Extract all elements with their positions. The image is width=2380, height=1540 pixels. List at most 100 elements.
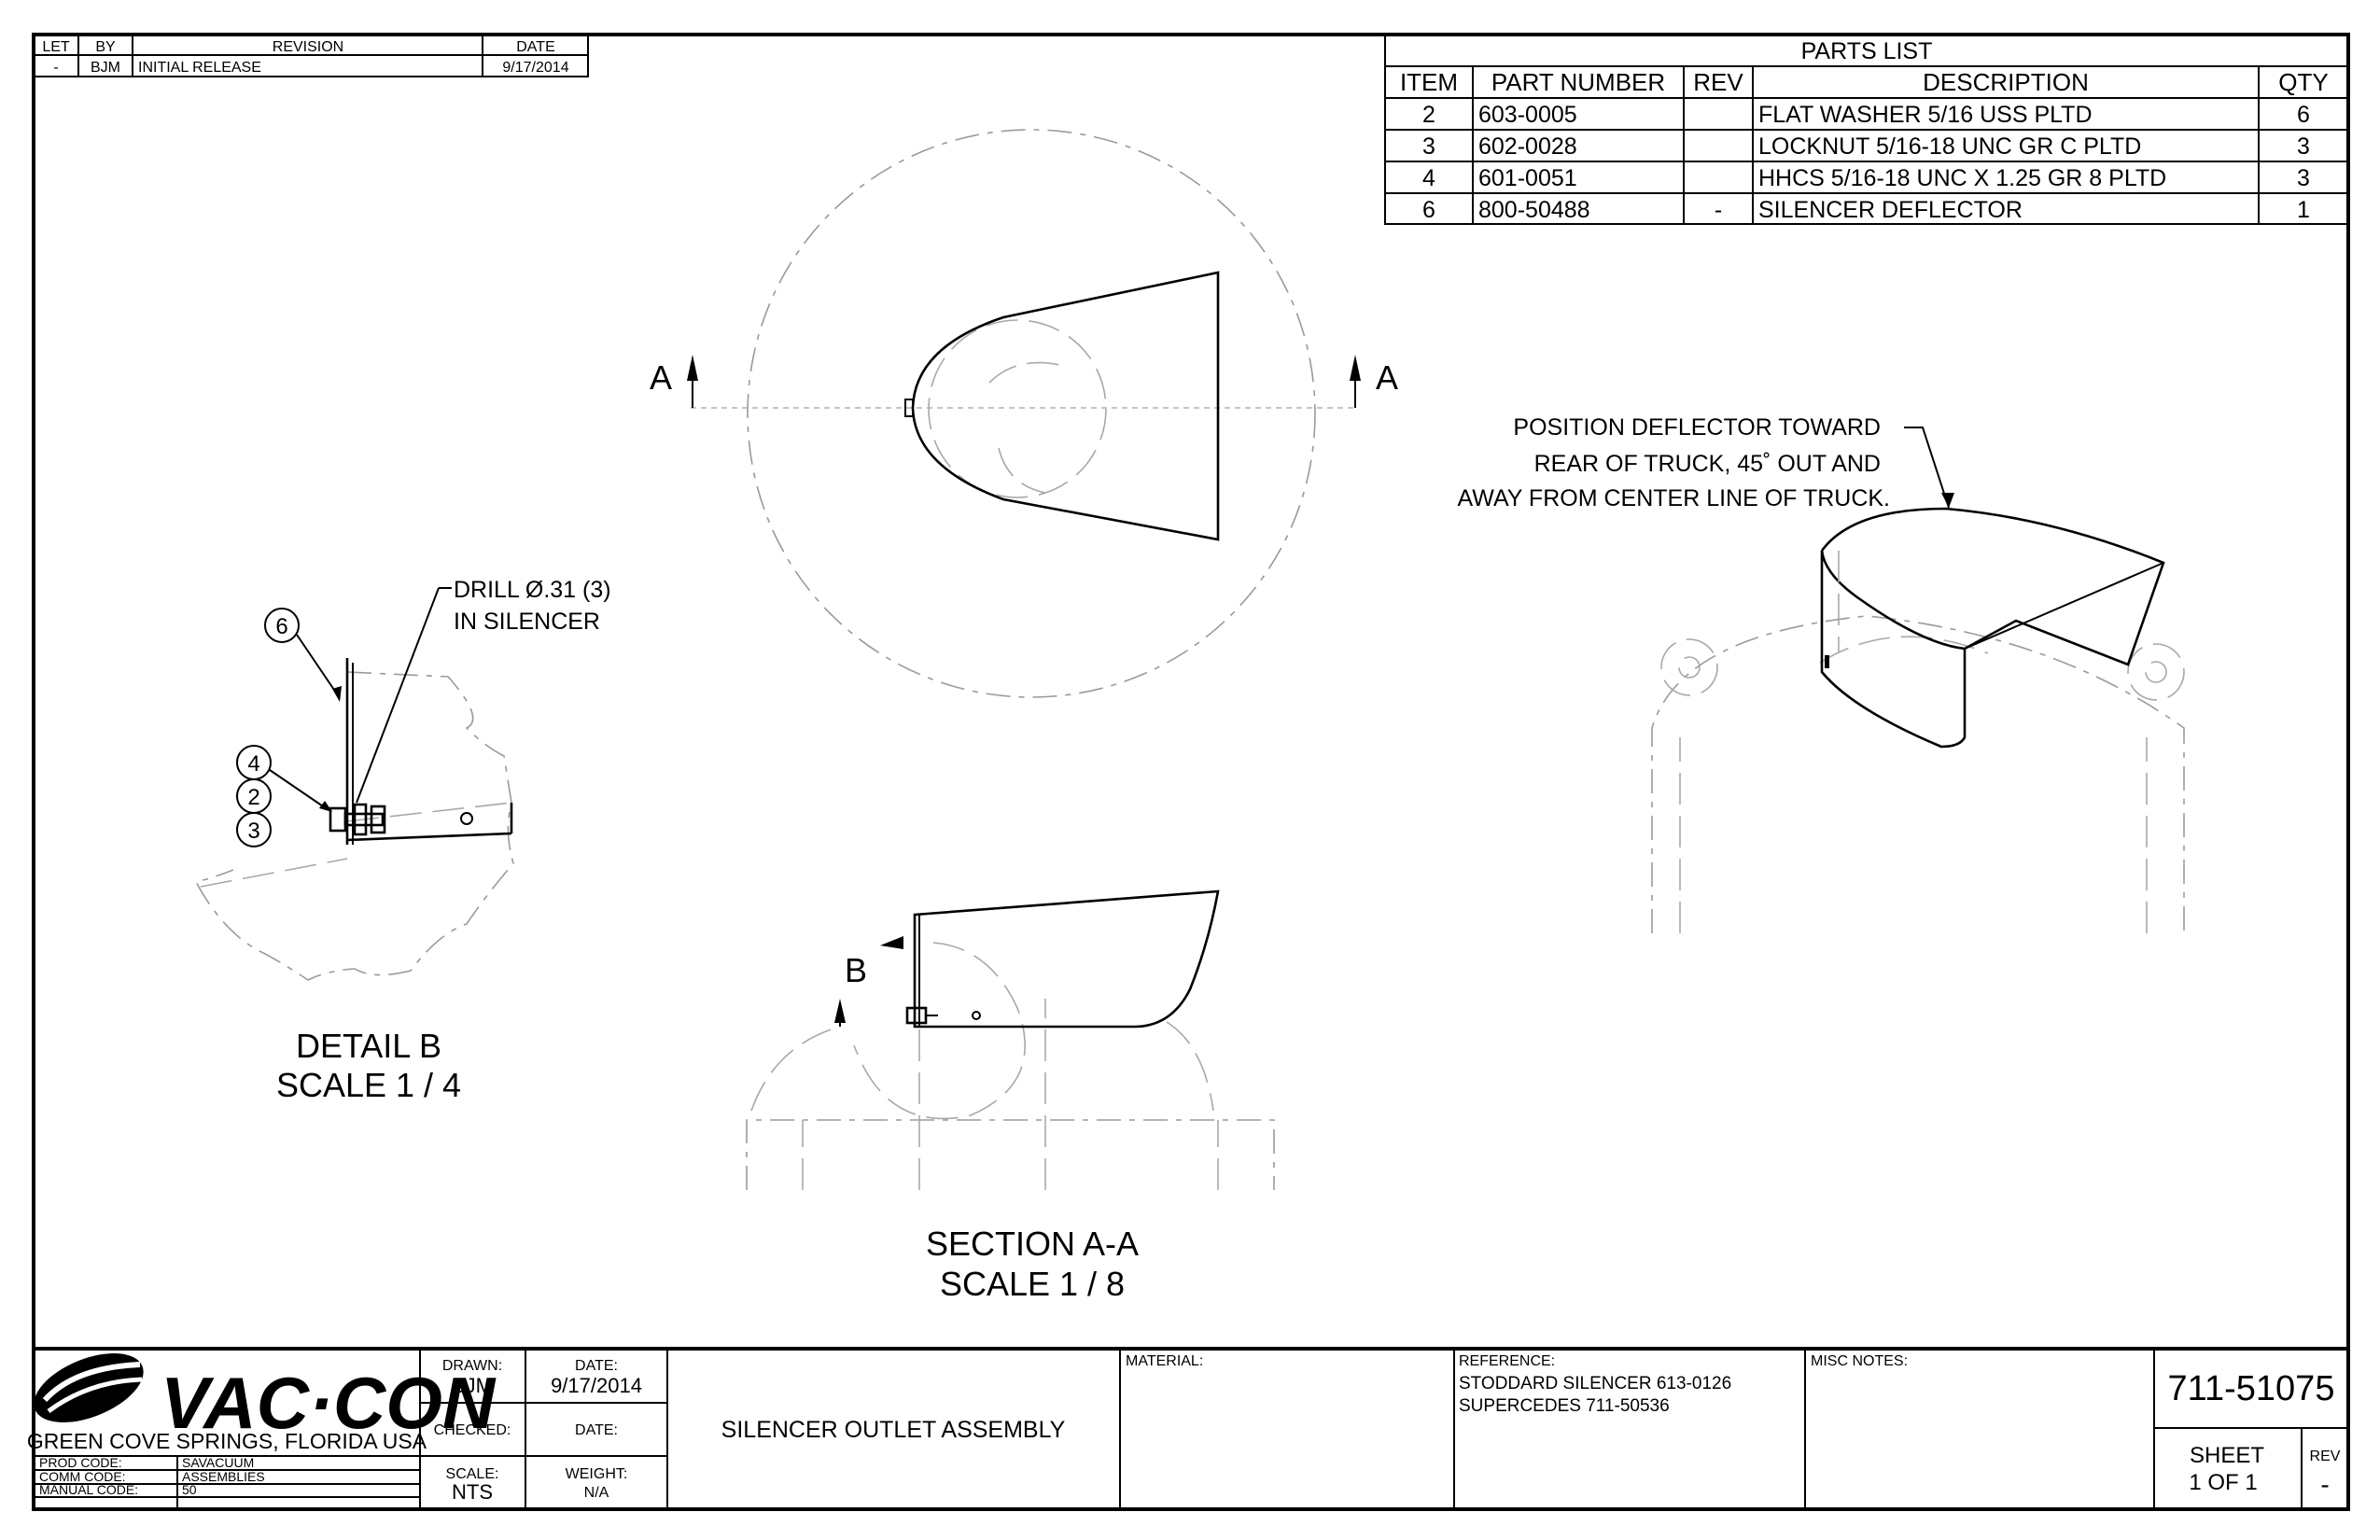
parts-header-item: ITEM (1400, 68, 1458, 96)
prod-code-value: SAVACUUM (182, 1455, 254, 1470)
isometric-view: POSITION DEFLECTOR TOWARD REAR OF TRUCK,… (1458, 414, 2185, 933)
comm-code-value: ASSEMBLIES (182, 1469, 265, 1484)
section-mark-left: A (650, 358, 672, 397)
parts-cell-part-number: 602-0028 (1478, 133, 1577, 160)
detail-arrow-side (834, 999, 846, 1023)
parts-header-description: DESCRIPTION (1923, 68, 2089, 96)
reference-line-1: STODDARD SILENCER 613-0126 (1459, 1374, 1731, 1393)
balloon-label: 6 (275, 614, 287, 639)
section-arrow-right (1350, 355, 1361, 381)
manual-code-label: MANUAL CODE: (39, 1482, 138, 1497)
balloon-label: 3 (247, 819, 259, 844)
detail-b-title: DETAIL B (296, 1027, 441, 1065)
parts-cell-qty: 1 (2297, 197, 2310, 223)
reference-line-2: SUPERCEDES 711-50536 (1459, 1396, 1670, 1416)
rev-row-let: - (53, 60, 58, 76)
balloon-label: 4 (247, 751, 259, 777)
rev-header-date: DATE (516, 39, 554, 55)
checked-label: CHECKED: (434, 1422, 511, 1438)
rev-value: - (2320, 1470, 2329, 1499)
parts-cell-part-number: 603-0005 (1478, 102, 1577, 128)
drawing-title: SILENCER OUTLET ASSEMBLY (721, 1417, 1066, 1443)
logo-text: VAC·CON (161, 1362, 497, 1444)
drawing-number: 711-51075 (2168, 1369, 2335, 1408)
parts-header-rev: REV (1693, 68, 1743, 96)
iso-note-line-3: AWAY FROM CENTER LINE OF TRUCK. (1458, 485, 1890, 511)
balloon-item-6 (264, 608, 300, 643)
parts-cell-item: 4 (1422, 165, 1435, 191)
iso-note-line-2: REAR OF TRUCK, 45˚ OUT AND (1534, 451, 1881, 477)
parts-cell-rev: - (1715, 197, 1722, 223)
table-row: 3 602-0028 LOCKNUT 5/16-18 UNC GR C PLTD… (1422, 133, 2310, 160)
vac-con-logo: VAC·CON (34, 1353, 497, 1444)
section-aa-title: SECTION A-A (926, 1225, 1139, 1263)
rev-label: REV (2310, 1449, 2341, 1464)
section-aa-view: B SECTION A-A SCALE 1 / 8 (746, 889, 1275, 1303)
parts-cell-item: 2 (1422, 102, 1435, 128)
note-leader-line (1904, 427, 1950, 509)
deflector-top-outline (911, 271, 1220, 541)
drawn-label: DRAWN: (442, 1358, 502, 1374)
rev-row-date: 9/17/2014 (502, 60, 568, 76)
scale-label: SCALE: (446, 1466, 499, 1482)
parts-cell-item: 6 (1422, 197, 1435, 223)
parts-cell-qty: 3 (2297, 133, 2310, 160)
rev-header-revision: REVISION (273, 39, 343, 55)
section-aa-scale: SCALE 1 / 8 (940, 1265, 1125, 1303)
title-block: VAC·CON GREEN COVE SPRINGS, FLORIDA USA … (27, 1347, 2348, 1509)
deflector-iso-side (1820, 550, 1967, 749)
parts-cell-description: HHCS 5/16-18 UNC X 1.25 GR 8 PLTD (1758, 165, 2166, 191)
comm-code-label: COMM CODE: (39, 1469, 126, 1484)
sheet-border (32, 33, 2350, 1511)
drill-note-line-2: IN SILENCER (454, 609, 600, 635)
balloon-item-3 (236, 812, 272, 847)
silencer-outline-ghost (747, 129, 1316, 698)
parts-cell-part-number: 601-0051 (1478, 165, 1577, 191)
drill-note-leader (356, 587, 440, 804)
drawn-value: BJM (452, 1374, 493, 1397)
weight-label: WEIGHT: (566, 1466, 628, 1482)
detail-b-view: 6 4 2 3 DRILL Ø.31 (3) IN SILENCER DETAI… (194, 577, 611, 1104)
drill-note-line-1: DRILL Ø.31 (3) (454, 577, 611, 603)
parts-cell-part-number: 800-50488 (1478, 197, 1590, 223)
parts-cell-description: LOCKNUT 5/16-18 UNC GR C PLTD (1758, 133, 2141, 160)
parts-cell-qty: 3 (2297, 165, 2310, 191)
table-row: 6 800-50488 - SILENCER DEFLECTOR 1 (1422, 197, 2310, 223)
prod-code-label: PROD CODE: (39, 1455, 122, 1470)
parts-cell-qty: 6 (2297, 102, 2310, 128)
table-row: 4 601-0051 HHCS 5/16-18 UNC X 1.25 GR 8 … (1422, 165, 2310, 191)
detail-b-scale: SCALE 1 / 4 (276, 1066, 461, 1104)
parts-cell-description: SILENCER DEFLECTOR (1758, 197, 2023, 223)
sheet-value: 1 OF 1 (2189, 1470, 2257, 1495)
misc-notes-label: MISC NOTES: (1811, 1353, 1908, 1369)
silencer-iso-ghost (1651, 615, 2185, 933)
parts-list: PARTS LIST ITEM PART NUMBER REV DESCRIPT… (1384, 34, 2349, 225)
top-view: A A (650, 129, 1398, 698)
parts-list-title: PARTS LIST (1801, 38, 1933, 64)
section-arrow-left (687, 355, 698, 381)
table-row: 2 603-0005 FLAT WASHER 5/16 USS PLTD 6 (1422, 102, 2310, 128)
deflector-section-outline (913, 889, 1220, 1029)
parts-header-part-number: PART NUMBER (1491, 68, 1665, 96)
sheet-label: SHEET (2190, 1443, 2264, 1468)
detail-b-break-outline (194, 671, 514, 981)
deflector-iso-top (1820, 507, 2165, 666)
reference-label: REFERENCE: (1459, 1353, 1555, 1369)
scale-value: NTS (452, 1480, 493, 1504)
checked-date-label: DATE: (575, 1422, 618, 1438)
date-label: DATE: (575, 1358, 618, 1374)
section-silencer-ghost (746, 1119, 1275, 1190)
detail-mark-b: B (845, 951, 867, 989)
date-value: 9/17/2014 (551, 1374, 642, 1397)
detail-arrow-top (880, 936, 903, 949)
rev-row-revision: INITIAL RELEASE (138, 60, 261, 76)
material-label: MATERIAL: (1126, 1353, 1203, 1369)
balloon-label: 2 (247, 785, 259, 810)
weight-value: N/A (584, 1485, 609, 1501)
manual-code-value: 50 (182, 1482, 197, 1497)
company-location: GREEN COVE SPRINGS, FLORIDA USA (27, 1429, 427, 1453)
parts-header-qty: QTY (2278, 68, 2328, 96)
revision-block: LET BY REVISION DATE - BJM INITIAL RELEA… (33, 34, 589, 77)
rev-header-let: LET (42, 39, 70, 55)
